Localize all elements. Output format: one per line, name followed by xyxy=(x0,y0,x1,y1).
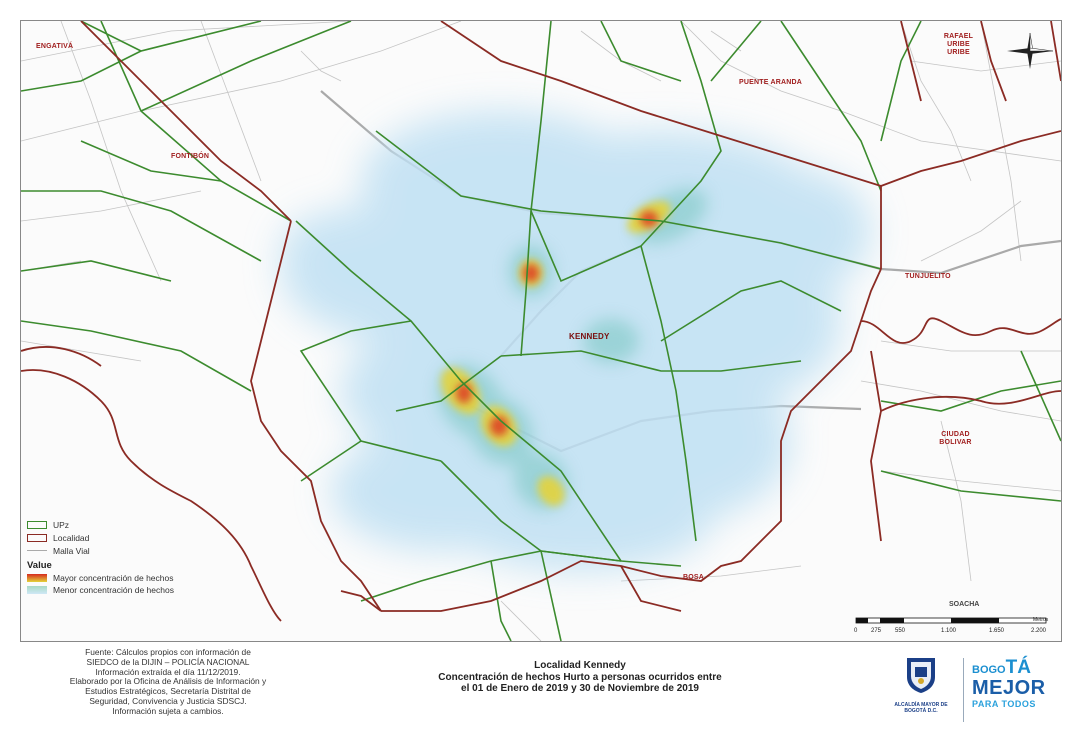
legend-label-mayor: Mayor concentración de hechos xyxy=(53,573,174,583)
place-label-fontibon: FONTIBÓN xyxy=(171,153,210,160)
legend-row-menor: Menor concentración de hechos xyxy=(27,584,327,596)
source-line: Información extraída el día 11/12/2019. xyxy=(95,666,241,677)
place-label-engativa: ENGATIVÁ xyxy=(36,43,74,50)
legend-row-mayor: Mayor concentración de hechos xyxy=(27,572,327,584)
map-title-line: el 01 de Enero de 2019 y 30 de Noviembre… xyxy=(461,683,699,694)
bogota-word-prefix: BOGO xyxy=(972,664,1006,676)
alcaldia-logo: ALCALDÍA MAYOR DE BOGOTÁ D.C. xyxy=(885,655,957,725)
place-label-puente-aranda: PUENTE ARANDA xyxy=(739,79,803,86)
scale-unit: Metros xyxy=(1033,617,1049,623)
map-title-line: Concentración de hechos Hurto a personas… xyxy=(438,671,722,683)
alcaldia-logo-text: ALCALDÍA MAYOR DE BOGOTÁ D.C. xyxy=(894,702,948,714)
legend-swatch-localidad xyxy=(27,533,47,542)
scale-bar: 0 275 550 1.100 1.650 2.200 Metros xyxy=(854,617,1049,634)
source-line: Información sujeta a cambios. xyxy=(112,705,224,716)
road-network xyxy=(21,21,1061,641)
scale-tick-550: 550 xyxy=(895,628,906,634)
bogota-word: BOGOTÁ xyxy=(972,657,1062,678)
source-line: Fuente: Cálculos propios con información… xyxy=(85,647,251,657)
map-legend: UPz Localidad Malla Vial Value Mayor con… xyxy=(27,518,327,596)
heatmap-layer xyxy=(281,111,871,571)
para-todos-word: PARA TODOS xyxy=(972,699,1036,709)
place-label-tunjuelito: TUNJUELITO xyxy=(905,273,951,280)
place-label-rafael-uribe: RAFAEL URIBE URIBE xyxy=(943,33,974,56)
coat-of-arms-icon xyxy=(907,658,935,693)
legend-row-upz: UPz xyxy=(27,518,327,531)
legend-swatch-upz xyxy=(27,520,47,529)
scale-tick-1100: 1.100 xyxy=(941,628,957,634)
place-label-bosa: BOSA xyxy=(683,574,705,581)
legend-swatch-malla-vial xyxy=(27,550,47,551)
place-label-ciudad-bolivar: CIUDAD BOLIVAR xyxy=(939,431,972,446)
map-title-line: Localidad Kennedy xyxy=(534,660,626,671)
source-line: Estudios Estratégicos, Secretaría Distri… xyxy=(85,686,251,697)
legend-label-malla-vial: Malla Vial xyxy=(53,545,90,556)
place-label-kennedy: KENNEDY xyxy=(569,332,610,341)
source-notes: Fuente: Cálculos propios con información… xyxy=(18,647,318,717)
bogota-mejor-logo: BOGOTÁ MEJOR PARA TODOS xyxy=(972,657,1062,720)
place-label-soacha: SOACHA xyxy=(949,601,980,608)
legend-swatch-mayor xyxy=(27,574,47,582)
logo-divider xyxy=(963,658,964,722)
scale-tick-2200: 2.200 xyxy=(1031,628,1047,634)
legend-swatch-menor xyxy=(27,586,47,594)
legend-label-localidad: Localidad xyxy=(53,532,90,543)
map-canvas[interactable]: ENGATIVÁ FONTIBÓN KENNEDY PUENTE ARANDA … xyxy=(20,20,1062,642)
localidad-boundaries xyxy=(21,21,1061,622)
compass-rose-icon xyxy=(1007,32,1054,69)
map-layers xyxy=(21,21,1061,641)
legend-row-malla-vial: Malla Vial xyxy=(27,544,327,557)
legend-value-title: Value xyxy=(27,560,52,571)
mejor-word: MEJOR xyxy=(972,677,1046,699)
legend-label-upz: UPz xyxy=(53,519,70,530)
legend-label-menor: Menor concentración de hechos xyxy=(53,585,174,595)
source-line: Elaborado por la Oficina de Análisis de … xyxy=(69,676,267,687)
source-line: Seguridad, Convivencia y Justicia SDSCJ. xyxy=(89,695,247,706)
map-title: Localidad Kennedy Concentración de hecho… xyxy=(385,660,775,695)
bogota-word-accent: TÁ xyxy=(1005,657,1031,678)
scale-tick-0: 0 xyxy=(854,628,858,634)
scale-tick-275: 275 xyxy=(871,628,882,634)
scale-tick-1650: 1.650 xyxy=(989,628,1005,634)
legend-row-localidad: Localidad xyxy=(27,531,327,544)
source-line: SIEDCO de la DIJIN – POLICÍA NACIONAL xyxy=(86,656,250,667)
